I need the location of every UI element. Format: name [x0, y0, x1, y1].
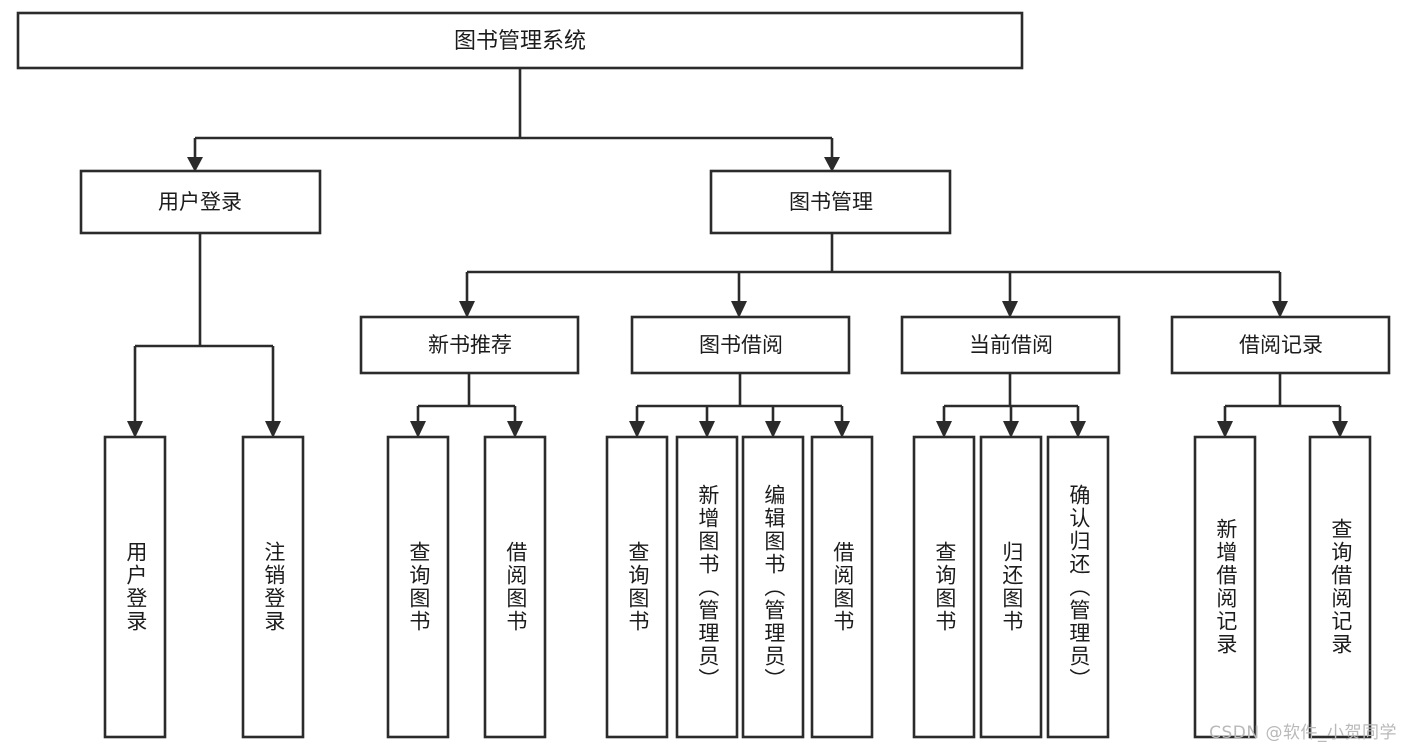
csdn-watermark: CSDN @软件_小贺同学	[1209, 723, 1397, 743]
leaf-box-return-book[interactable]	[979, 435, 1043, 739]
connector-root-to-level2	[193, 68, 834, 159]
arrow-head-new-book-rec	[459, 301, 475, 318]
node-current-borrow-label: 当前借阅	[969, 333, 1053, 357]
node-user-login-box[interactable]	[79, 169, 322, 235]
node-new-book-recommend[interactable]: 新书推荐	[359, 315, 580, 375]
arrow-head-leaf-user-login	[127, 421, 143, 438]
node-book-borrow-label: 图书借阅	[699, 333, 783, 357]
arrow-head-book-manage	[824, 157, 840, 172]
node-user-login[interactable]: 用户登录	[79, 169, 322, 235]
arrow-head-user-login	[187, 157, 203, 172]
node-new-book-recommend-box[interactable]	[359, 315, 580, 375]
arrow-head-book-borrow	[731, 301, 747, 318]
arrow-head-leaf-borrow-book-1	[507, 421, 523, 438]
arrow-head-leaf-add-record	[1217, 421, 1233, 438]
arrow-head-borrow-record	[1272, 301, 1288, 318]
node-book-borrow[interactable]: 图书借阅	[630, 315, 851, 375]
arrow-head-leaf-query-book-2	[629, 421, 645, 438]
leaf-box-add-borrow-record[interactable]	[1193, 435, 1257, 739]
connector-new-book-to-leaves	[416, 373, 517, 423]
connector-current-borrow-to-leaves	[942, 373, 1080, 423]
leaf-box-logout[interactable]	[241, 435, 305, 739]
arrow-head-leaf-confirm-return	[1070, 421, 1086, 438]
node-current-borrow-box[interactable]	[900, 315, 1121, 375]
leaf-box-query-book-3[interactable]	[912, 435, 976, 739]
leaf-box-query-book-2[interactable]	[605, 435, 669, 739]
node-borrow-record-label: 借阅记录	[1239, 333, 1323, 357]
leaf-box-query-book-1[interactable]	[386, 435, 450, 739]
arrow-head-leaf-query-record	[1332, 421, 1348, 438]
node-root-label: 图书管理系统	[454, 29, 586, 54]
arrow-head-leaf-borrow-book-2	[834, 421, 850, 438]
node-user-login-label: 用户登录	[158, 190, 242, 214]
node-book-management-label: 图书管理	[789, 190, 873, 214]
leaf-box-user-login[interactable]	[103, 435, 167, 739]
node-book-borrow-box[interactable]	[630, 315, 851, 375]
arrow-head-leaf-add-book	[699, 421, 715, 438]
connector-layer	[127, 68, 1348, 438]
leaf-box-edit-book-admin[interactable]	[741, 435, 805, 739]
arrow-head-leaf-edit-book	[765, 421, 781, 438]
arrow-head-leaf-query-book-1	[410, 421, 426, 438]
arrow-head-current-borrow	[1002, 301, 1018, 318]
connector-book-manage-to-level3	[465, 233, 1282, 303]
node-current-borrow[interactable]: 当前借阅	[900, 315, 1121, 375]
node-book-management[interactable]: 图书管理	[709, 169, 952, 235]
connector-borrow-record-to-leaves	[1223, 373, 1342, 423]
arrow-head-leaf-return-book	[1003, 421, 1019, 438]
node-borrow-record[interactable]: 借阅记录	[1170, 315, 1391, 375]
leaf-box-borrow-book-2[interactable]	[810, 435, 874, 739]
node-new-book-recommend-label: 新书推荐	[428, 333, 512, 357]
connector-user-login-to-leaves	[133, 233, 275, 423]
node-root[interactable]: 图书管理系统	[16, 11, 1024, 70]
arrow-head-leaf-query-book-3	[936, 421, 952, 438]
leaf-box-add-book-admin[interactable]	[675, 435, 739, 739]
node-book-management-box[interactable]	[709, 169, 952, 235]
node-root-box[interactable]	[16, 11, 1024, 70]
leaf-box-confirm-return-admin[interactable]	[1046, 435, 1110, 739]
connector-book-borrow-to-leaves	[635, 373, 844, 423]
node-borrow-record-box[interactable]	[1170, 315, 1391, 375]
leaf-box-query-borrow-record[interactable]	[1308, 435, 1372, 739]
leaf-box-layer	[103, 435, 1372, 739]
arrow-head-leaf-logout	[265, 421, 281, 438]
leaf-box-borrow-book-1[interactable]	[483, 435, 547, 739]
